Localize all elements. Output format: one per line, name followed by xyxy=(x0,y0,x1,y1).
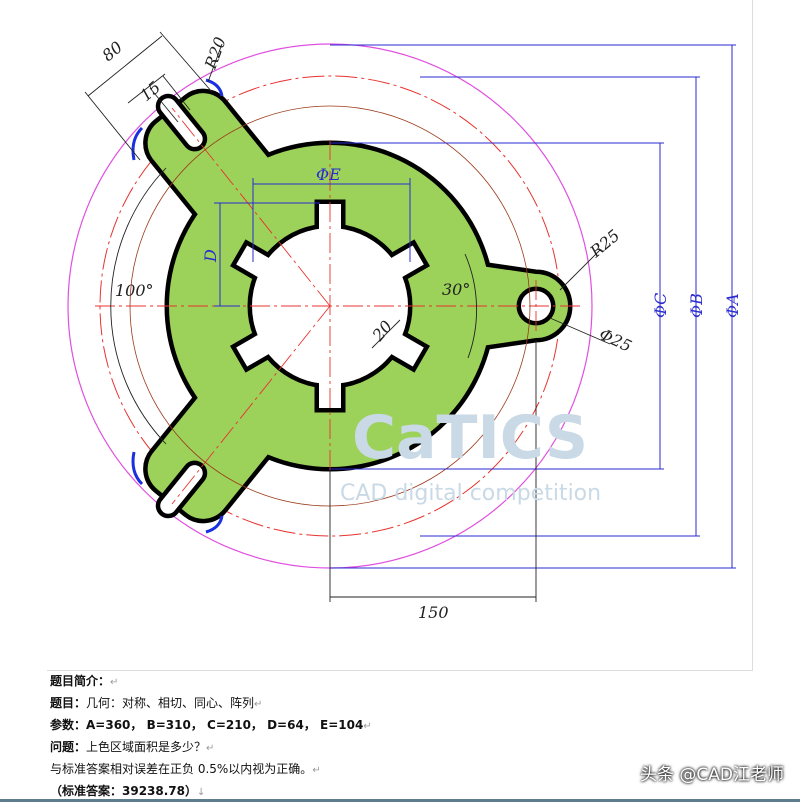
problem-text: 题目简介：↵ 题目：几何：对称、相切、同心、阵列↵ 参数：A=360， B=31… xyxy=(50,674,372,798)
standard-answer: （标准答案：39238.78） xyxy=(50,784,198,798)
dimension-lines-black xyxy=(84,31,611,602)
tip-arc xyxy=(205,515,224,534)
watermark-subtitle: CAD digital competition xyxy=(340,481,601,506)
topic-label: 题目： xyxy=(50,696,87,710)
question-value: 上色区域面积是多少？ xyxy=(86,740,207,754)
dim-r25: R25 xyxy=(586,226,624,262)
topic-value: 几何：对称、相切、同心、阵列 xyxy=(86,696,255,710)
watermark-logo: CaTICS xyxy=(352,403,588,473)
dim-r20: R20 xyxy=(201,34,230,72)
params-value: A=360， B=310， C=210， D=64， E=104 xyxy=(86,718,364,732)
dim-a: ΦA xyxy=(723,293,742,318)
dim-80: 80 xyxy=(98,37,126,65)
cad-drawing: ΦA ΦB ΦC ΦE D 150 80 15 R20 100° 30° R25… xyxy=(67,31,742,622)
dim-e: ΦE xyxy=(316,165,341,184)
tip-arc xyxy=(131,126,144,161)
dim-angle-30: 30° xyxy=(442,280,470,299)
tip-arc xyxy=(131,451,144,486)
bottom-bar xyxy=(0,799,800,802)
figure-frame xyxy=(47,0,753,671)
dim-c: ΦC xyxy=(651,293,670,318)
dim-phi25: Φ25 xyxy=(596,324,634,355)
question-label: 问题： xyxy=(50,740,87,754)
center-lines xyxy=(95,107,580,505)
tolerance-text: 与标准答案相对误差在正负 0.5%以内视为正确。 xyxy=(50,762,313,776)
dim-angle-100: 100° xyxy=(115,281,154,300)
intro-label: 题目简介： xyxy=(50,674,111,688)
author-watermark: 头条 @CAD江老师 xyxy=(640,765,784,785)
dim-150: 150 xyxy=(418,603,449,622)
dimension-lines-blue xyxy=(214,44,736,569)
dim-d: D xyxy=(201,249,220,263)
dim-b: ΦB xyxy=(687,293,706,318)
params-label: 参数： xyxy=(50,718,87,732)
